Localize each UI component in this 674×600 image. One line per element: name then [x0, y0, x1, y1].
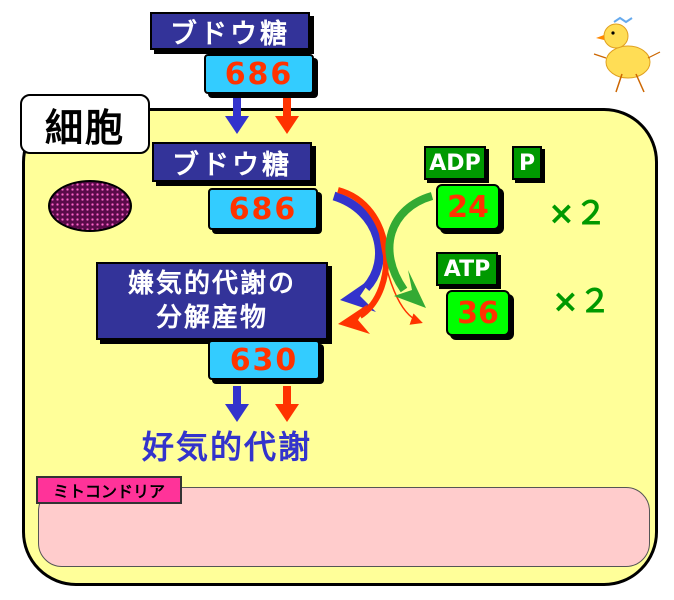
atp-value: 36 — [446, 290, 510, 336]
glucose-outside-value: 686 — [204, 54, 314, 94]
anaerobic-label-line2: 分解産物 — [155, 303, 268, 333]
adp-value: 24 — [436, 184, 500, 230]
adp-label: ADP — [424, 146, 486, 180]
adp-to-atp-arrow — [385, 192, 434, 308]
glucose-outside-label: ブドウ糖 — [150, 12, 310, 50]
mitochondria-label: ミトコンドリア — [36, 476, 182, 504]
entry-arrow-red — [275, 96, 299, 134]
glucose-inside-value: 686 — [208, 188, 318, 230]
chick-illustration — [593, 16, 661, 93]
adp-multiplier: ×２ — [548, 194, 607, 232]
cell-label: 細胞 — [20, 94, 150, 154]
glycolysis-arrow-red — [337, 187, 423, 334]
atp-multiplier: ×２ — [552, 282, 611, 320]
glucose-inside-label: ブドウ糖 — [152, 142, 312, 182]
entry-arrow-blue — [225, 96, 249, 134]
aerobic-label: 好気的代謝 — [142, 428, 313, 466]
anaerobic-label: 嫌気的代謝の 分解産物 — [96, 262, 328, 340]
phosphate-label: P — [512, 146, 542, 180]
atp-label: ATP — [436, 252, 498, 286]
glycolysis-arrow-blue — [332, 191, 384, 312]
aerobic-arrow-red — [275, 386, 299, 422]
mitochondria — [38, 487, 650, 567]
anaerobic-value: 630 — [208, 340, 320, 380]
aerobic-arrow-blue — [225, 386, 249, 422]
anaerobic-label-line1: 嫌気的代謝の — [127, 269, 296, 299]
nucleus — [48, 180, 132, 232]
